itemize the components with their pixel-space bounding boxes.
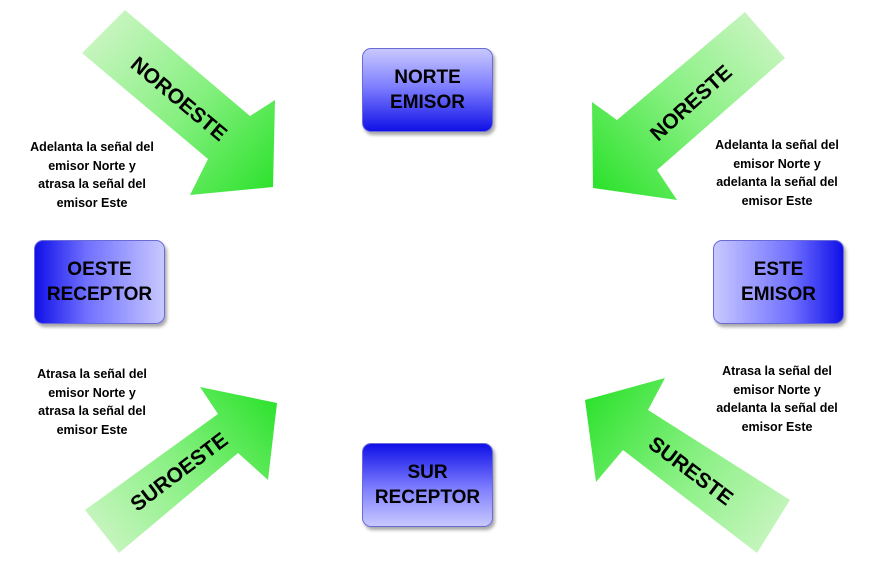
box-oeste-receptor: OESTE RECEPTOR xyxy=(34,240,165,324)
description-line: emisor Este xyxy=(56,422,128,437)
description-line: atrasa la señal del xyxy=(38,404,146,418)
box-norte-emisor: NORTE EMISOR xyxy=(362,48,493,132)
box-norte-line1: NORTE xyxy=(394,67,461,88)
description-noreste: Adelanta la señal del emisor Norte y ade… xyxy=(697,136,857,210)
description-line: adelanta la señal del xyxy=(716,175,838,189)
description-line: Adelanta la señal del xyxy=(30,140,154,154)
description-line: Atrasa la señal del xyxy=(722,364,832,378)
description-line: emisor Norte y xyxy=(48,385,136,400)
description-line: emisor Este xyxy=(741,193,813,208)
description-line: Adelanta la señal del xyxy=(715,138,839,152)
description-line: emisor Este xyxy=(741,419,813,434)
box-este-line2: EMISOR xyxy=(741,284,816,305)
box-oeste-line1: OESTE xyxy=(67,259,132,280)
description-line: emisor Este xyxy=(56,195,128,210)
description-line: adelanta la señal del xyxy=(716,401,838,415)
description-line: atrasa la señal del xyxy=(38,177,146,191)
box-este-emisor: ESTE EMISOR xyxy=(713,240,844,324)
box-sur-receptor: SUR RECEPTOR xyxy=(362,443,493,527)
box-sur-line2: RECEPTOR xyxy=(374,487,481,508)
box-norte-line2: EMISOR xyxy=(390,92,465,113)
box-oeste-line2: RECEPTOR xyxy=(46,284,153,305)
description-line: Atrasa la señal del xyxy=(37,367,147,381)
description-line: emisor Norte y xyxy=(733,156,821,171)
description-noroeste: Adelanta la señal del emisor Norte y atr… xyxy=(12,138,172,212)
box-este-line1: ESTE xyxy=(753,259,804,280)
description-sureste: Atrasa la señal del emisor Norte y adela… xyxy=(697,362,857,436)
box-sur-line1: SUR xyxy=(407,462,448,483)
description-suroeste: Atrasa la señal del emisor Norte y atras… xyxy=(12,365,172,439)
description-line: emisor Norte y xyxy=(48,158,136,173)
description-line: emisor Norte y xyxy=(733,382,821,397)
